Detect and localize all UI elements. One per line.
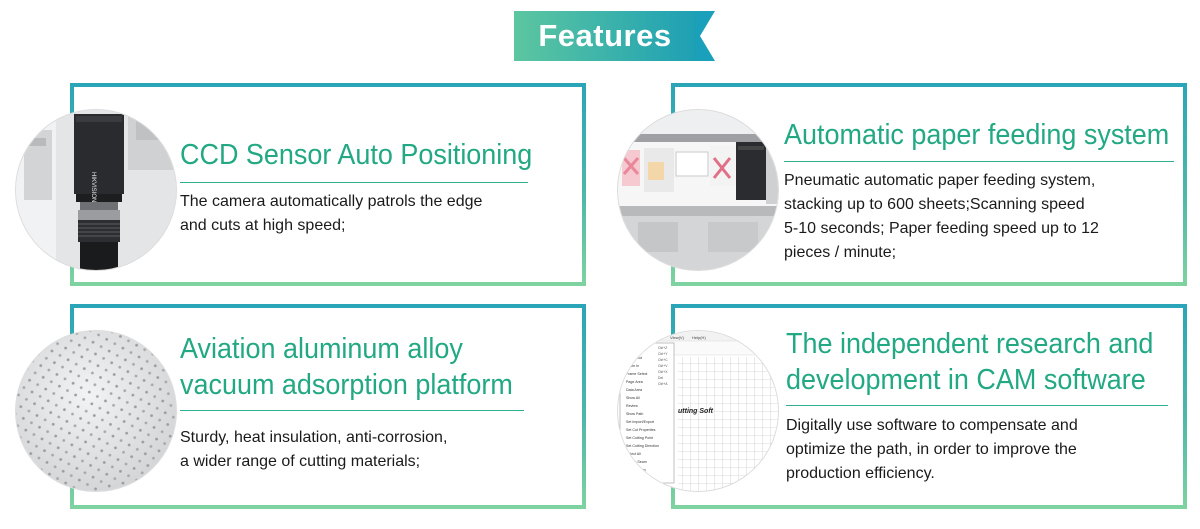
camera-brand-label: HIKVISION [90,172,96,202]
cam-menu-shortcut: Ctrl+X [658,370,668,374]
description-line: stacking up to 600 sheets;Scanning speed [784,196,1085,213]
description-line: Digitally use software to compensate and [786,417,1078,434]
description-line: The camera automatically patrols the edg… [180,193,483,210]
menubar-help: Help(H) [692,335,706,340]
cam-menu-shortcut: Ctrl+V [658,364,668,368]
cam-menu-item: Set Cutting Direction [626,444,659,448]
feature-title-line: vacuum adsorption platform [180,369,513,401]
cam-menu-item: Zoom In [626,364,639,368]
cam-menu-item: Zoom Out [626,356,642,360]
vacuum-platform-icon [16,331,176,491]
feature-title-line: development in CAM software [786,364,1146,396]
features-banner: Features [514,11,715,61]
feature-title-line: The independent research and [786,328,1154,360]
feature-title-line: Aviation aluminum alloy [180,333,463,365]
description-line: a wider range of cutting materials; [180,453,421,470]
cam-menu-item: Data Area [626,388,642,392]
ccd-camera-icon: HIKVISION [16,110,176,270]
cam-canvas-label: utting Soft [678,408,714,415]
title-divider [786,405,1168,406]
cam-menu-item: Show Path [626,412,643,416]
feature-title-ccd: CCD Sensor Auto Positioning [180,137,532,173]
title-divider [180,182,528,183]
cam-menu-item: Review [626,404,638,408]
cam-menu-shortcut: Del [658,376,663,380]
title-divider [180,410,524,411]
page-title: Features [538,18,672,53]
feature-description-paper-feeding: Pneumatic automatic paper feeding system… [784,169,1099,265]
cam-menu-item: Select All [626,452,641,456]
feature-description-cam-software: Digitally use software to compensate and… [786,414,1078,486]
feature-description-ccd: The camera automatically patrols the edg… [180,190,482,238]
feature-title-line: Automatic paper feeding system [784,119,1170,151]
cam-menu-item: Show All [626,396,640,400]
title-divider [784,161,1174,162]
cam-menu-item: Delete Seam [626,460,647,464]
cam-menu-item: Set Import/Export [626,420,654,424]
cam-menu-item: Reset Zoom [626,468,646,472]
description-line: Pneumatic automatic paper feeding system… [784,172,1096,189]
cam-menu-shortcut: Ctrl+C [658,358,668,362]
feature-description-vacuum-platform: Sturdy, heat insulation, anti-corrosion,… [180,426,447,474]
cam-menu-shortcut: Ctrl+Z [658,346,667,350]
description-line: pieces / minute; [784,244,897,261]
cam-menu-shortcut: Ctrl+A [658,382,668,386]
ccd-camera-image: HIKVISION [16,110,176,270]
cam-menu-item: Set Cutting Point [626,436,653,440]
feature-title-cam-software: The independent research and development… [786,326,1153,398]
vacuum-platform-image [16,331,176,491]
cam-menu-item: Set Cut Properties [626,428,656,432]
cam-menu-item: Frame Select [626,372,647,376]
cam-menu-shortcut: Ctrl+Y [658,352,668,356]
description-line: Sturdy, heat insulation, anti-corrosion, [180,429,448,446]
description-line: and cuts at high speed; [180,217,346,234]
feature-title-line: CCD Sensor Auto Positioning [180,139,533,171]
feature-title-paper-feeding: Automatic paper feeding system [784,117,1169,153]
description-line: 5-10 seconds; Paper feeding speed up to … [784,220,1099,237]
cam-menu-item: Move [626,348,635,352]
description-line: optimize the path, in order to improve t… [786,441,1077,458]
menubar-view: View(V) [670,335,685,340]
cam-menu-item: Page Area [626,380,643,384]
description-line: production efficiency. [786,465,935,482]
feature-title-vacuum-platform: Aviation aluminum alloy vacuum adsorptio… [180,331,513,403]
paper-feeder-image [618,110,778,270]
banner-shape [514,11,715,61]
paper-feeder-icon [618,110,778,270]
